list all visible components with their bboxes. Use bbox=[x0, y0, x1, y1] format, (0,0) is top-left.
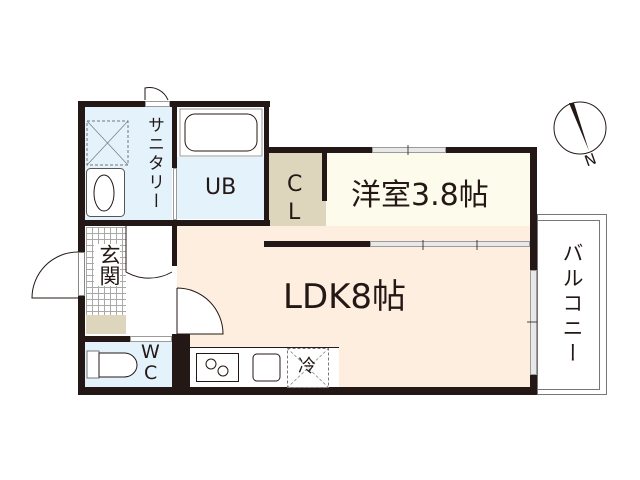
wall bbox=[172, 226, 177, 266]
wall bbox=[78, 220, 270, 226]
sink-icon bbox=[252, 353, 281, 382]
refrigerator-space: 冷 bbox=[287, 348, 329, 388]
balcony-inner-rail bbox=[538, 220, 600, 390]
sanitary-label: サニタリー bbox=[144, 116, 164, 211]
bathtub-icon bbox=[179, 108, 263, 157]
closet-label-line2: L bbox=[288, 200, 301, 225]
closet-label-line1: C bbox=[287, 172, 303, 197]
sliding-door-western bbox=[370, 241, 530, 247]
balcony-label: バルコニー bbox=[560, 242, 584, 367]
compass-icon bbox=[553, 101, 607, 155]
window-balcony bbox=[530, 270, 537, 375]
wall bbox=[322, 147, 327, 201]
toilet-label-line2: C bbox=[144, 362, 158, 384]
refrigerator-space-icon bbox=[287, 348, 329, 388]
window-sanitary-top bbox=[145, 101, 170, 107]
wall bbox=[172, 334, 190, 395]
shoe-box-area bbox=[86, 315, 126, 334]
toilet-label-line1: W bbox=[141, 341, 160, 363]
western-room-label: 洋室3.8帖 bbox=[351, 178, 489, 213]
wall bbox=[264, 101, 269, 226]
wash-basin-icon bbox=[86, 168, 125, 217]
front-door-opening bbox=[78, 252, 85, 296]
wall bbox=[78, 387, 537, 395]
washer-space-icon bbox=[86, 120, 129, 166]
ub-label: UB bbox=[205, 175, 237, 200]
wall bbox=[78, 336, 177, 342]
stove-icon bbox=[196, 353, 239, 382]
toilet-icon bbox=[86, 350, 138, 379]
wall bbox=[446, 147, 536, 153]
wall bbox=[264, 147, 372, 153]
wall bbox=[78, 101, 145, 107]
wall bbox=[264, 241, 370, 247]
entrance-label: 玄関 bbox=[94, 244, 121, 286]
balcony bbox=[537, 214, 607, 395]
ldk-label: LDK8帖 bbox=[283, 277, 407, 317]
refrigerator-label: 冷 bbox=[298, 356, 316, 377]
wall bbox=[170, 101, 270, 107]
window-western-top bbox=[372, 147, 446, 153]
wall bbox=[172, 101, 177, 168]
sliding-door-toilet bbox=[130, 336, 172, 342]
sliding-door-ub bbox=[173, 168, 177, 220]
wall bbox=[78, 101, 85, 395]
